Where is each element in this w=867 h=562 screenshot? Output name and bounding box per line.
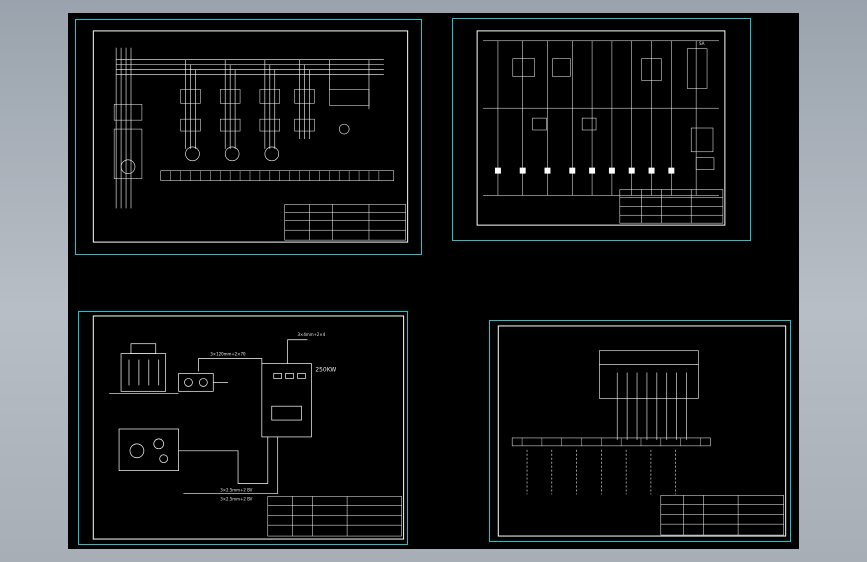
- sheet-terminal-diagram[interactable]: [489, 320, 791, 542]
- device-layout-drawing: 3×120mm+2×70 3×4mm+2×4 250KW 3×2.5mm+2 B…: [92, 315, 405, 540]
- drawing-canvas: SA: [68, 13, 799, 549]
- sheet-device-layout[interactable]: 3×120mm+2×70 3×4mm+2×4 250KW 3×2.5mm+2 B…: [78, 311, 408, 545]
- label-power-line: 3×120mm+2×70: [210, 352, 246, 357]
- terminal-diagram-drawing: [497, 325, 787, 537]
- sheet-main-circuit[interactable]: [75, 19, 422, 255]
- label-device-title: 250KW: [315, 366, 336, 373]
- label-sbox-line: 3×4mm+2×4: [298, 332, 326, 337]
- label-sa: SA: [699, 41, 705, 46]
- label-cable-a: 3×2.5mm+2 BV: [220, 487, 252, 492]
- main-circuit-drawing: [92, 30, 409, 243]
- sheet-control-circuit[interactable]: SA: [452, 18, 751, 241]
- label-cable-b: 3×2.5mm+2 BV: [220, 496, 252, 501]
- control-circuit-drawing: SA: [476, 30, 726, 226]
